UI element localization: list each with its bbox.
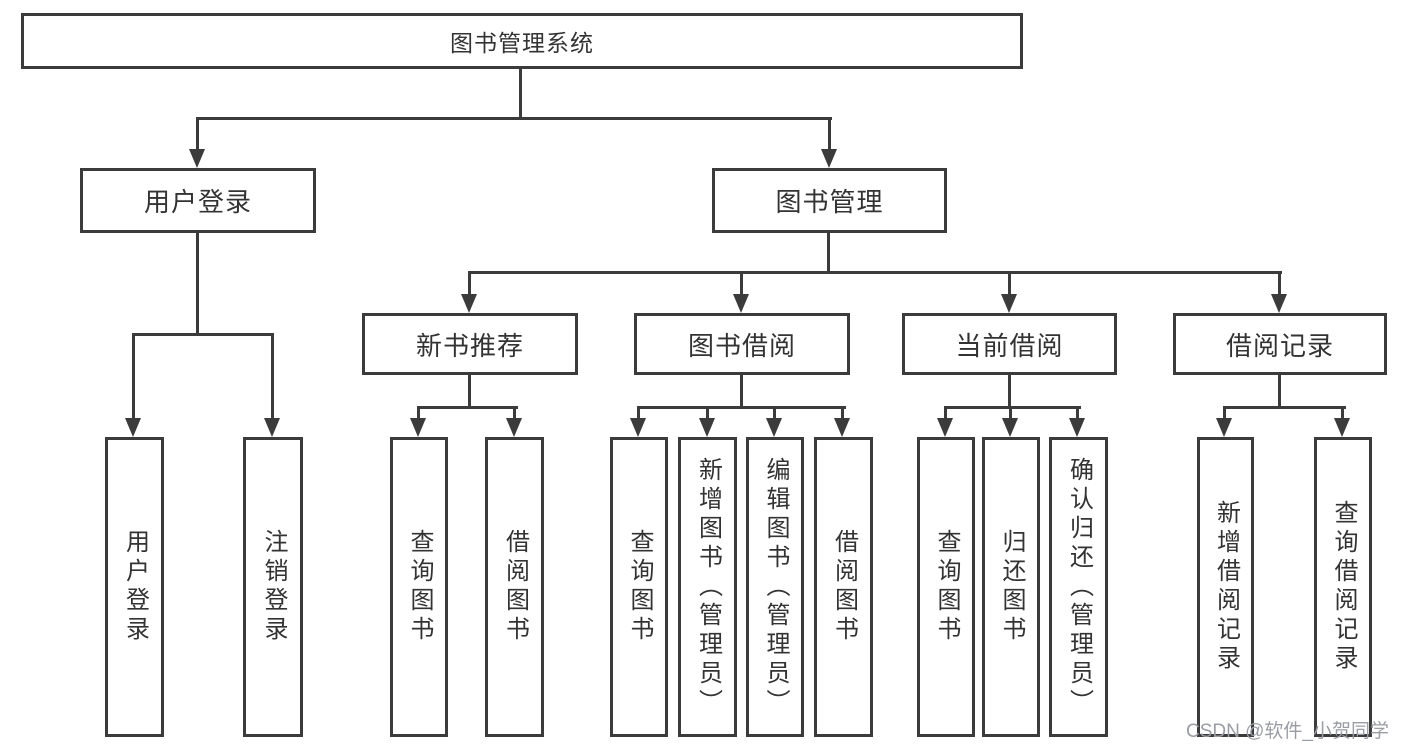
connector-line <box>773 406 776 422</box>
arrowhead-icon <box>1271 294 1287 313</box>
arrowhead-icon <box>630 418 646 437</box>
connector-line <box>706 406 709 422</box>
connector-line <box>196 117 199 153</box>
csdn-watermark: CSDN @软件_小贺同学 <box>1186 721 1389 742</box>
connector-line <box>1008 375 1011 409</box>
arrowhead-icon <box>1334 418 1350 437</box>
leaf-confirm-return-admin: 确认归还（管理员） <box>1049 437 1108 737</box>
leaf-query-borrow-record: 查询借阅记录 <box>1314 437 1372 737</box>
node-new-book-recommendation: 新书推荐 <box>362 313 578 375</box>
connector-line <box>196 233 199 336</box>
connector-line <box>1278 375 1281 409</box>
connector-line <box>827 233 830 274</box>
node-book-management: 图书管理 <box>712 168 947 233</box>
connector-line <box>1278 271 1281 297</box>
arrowhead-icon <box>937 418 953 437</box>
leaf-user-login: 用户登录 <box>105 437 164 737</box>
leaf-borrow-books: 借阅图书 <box>814 437 873 737</box>
arrowhead-icon <box>461 294 477 313</box>
arrowhead-icon <box>125 418 141 437</box>
connector-line <box>1223 406 1226 422</box>
connector-line <box>132 333 274 336</box>
connector-line <box>944 406 947 422</box>
connector-line <box>740 271 743 297</box>
connector-line <box>519 69 522 118</box>
connector-line <box>740 375 743 409</box>
leaf-query-books: 查询图书 <box>610 437 668 737</box>
connector-line <box>271 333 274 422</box>
arrowhead-icon <box>733 294 749 313</box>
connector-line <box>841 406 844 422</box>
leaf-query-books: 查询图书 <box>917 437 975 737</box>
connector-line <box>1008 271 1011 297</box>
connector-line <box>132 333 135 422</box>
leaf-add-books-admin: 新增图书（管理员） <box>678 437 737 737</box>
node-current-borrowing: 当前借阅 <box>902 313 1117 375</box>
arrowhead-icon <box>1216 418 1232 437</box>
arrowhead-icon <box>1002 418 1018 437</box>
connector-line <box>1341 406 1344 422</box>
connector-line <box>1076 406 1079 422</box>
connector-line <box>637 406 846 409</box>
leaf-return-books: 归还图书 <box>982 437 1040 737</box>
leaf-logout: 注销登录 <box>243 437 303 737</box>
node-user-login: 用户登录 <box>80 168 316 233</box>
connector-line <box>468 271 1282 274</box>
connector-line <box>417 406 420 422</box>
arrowhead-icon <box>410 418 426 437</box>
arrowhead-icon <box>189 149 205 168</box>
leaf-query-books: 查询图书 <box>390 437 448 737</box>
arrowhead-icon <box>821 149 837 168</box>
connector-line <box>417 406 518 409</box>
arrowhead-icon <box>834 418 850 437</box>
connector-line <box>637 406 640 422</box>
arrowhead-icon <box>506 418 522 437</box>
arrowhead-icon <box>264 418 280 437</box>
arrowhead-icon <box>1001 294 1017 313</box>
connector-line <box>468 271 471 297</box>
leaf-borrow-books: 借阅图书 <box>485 437 544 737</box>
arrowhead-icon <box>1069 418 1085 437</box>
connector-line <box>1223 406 1346 409</box>
connector-line <box>944 406 1081 409</box>
connector-line <box>468 375 471 409</box>
leaf-edit-books-admin: 编辑图书（管理员） <box>746 437 804 737</box>
connector-line <box>513 406 516 422</box>
leaf-add-borrow-record: 新增借阅记录 <box>1197 437 1254 737</box>
connector-line <box>828 117 831 153</box>
arrowhead-icon <box>699 418 715 437</box>
node-borrowing-records: 借阅记录 <box>1173 313 1387 375</box>
node-book-borrowing: 图书借阅 <box>634 313 850 375</box>
connector-line <box>196 117 832 120</box>
connector-line <box>1009 406 1012 422</box>
node-library-management-system: 图书管理系统 <box>21 13 1023 69</box>
arrowhead-icon <box>766 418 782 437</box>
